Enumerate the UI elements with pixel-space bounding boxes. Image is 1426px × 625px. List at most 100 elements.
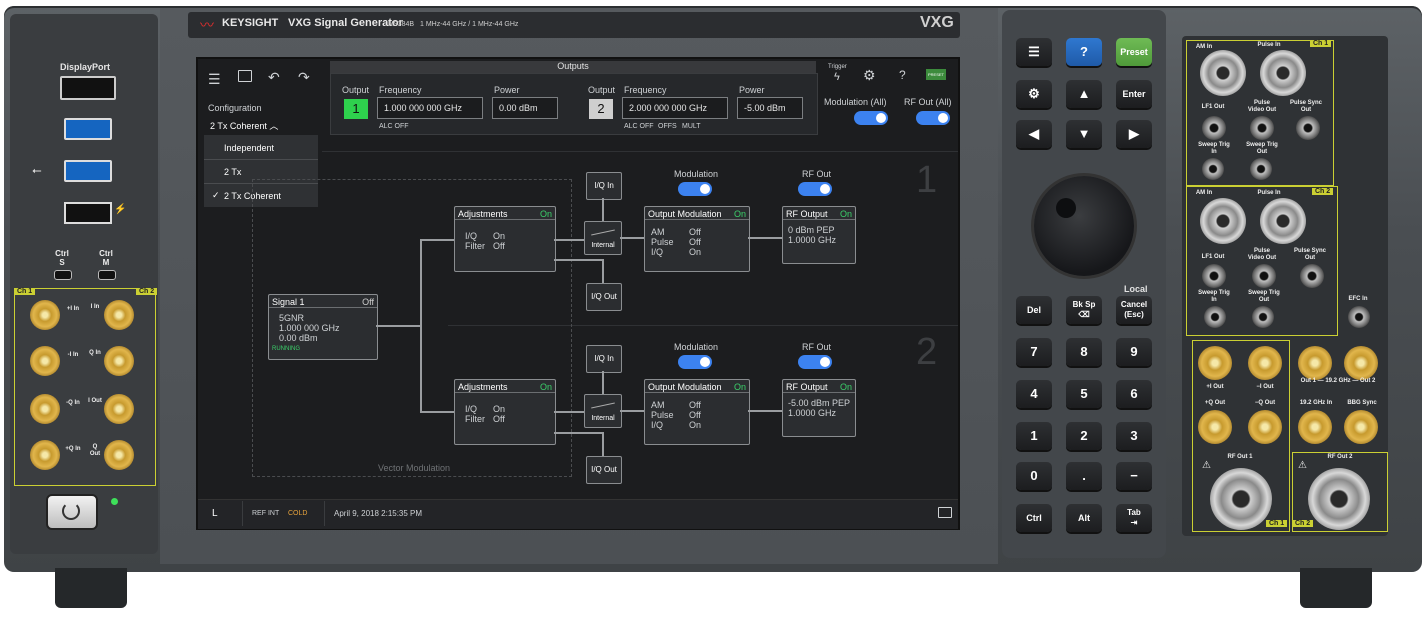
usb-port-1[interactable]	[64, 118, 112, 140]
rfout-all-toggle[interactable]	[916, 111, 950, 125]
preset-screen-button[interactable]: PRESET	[926, 69, 946, 80]
ch1-modulation-toggle[interactable]	[678, 182, 712, 196]
ch1-iq-out-button[interactable]: I/Q Out	[586, 283, 622, 311]
plus-q-in-connector[interactable]	[30, 440, 60, 470]
backspace-key[interactable]: Bk Sp⌫	[1066, 296, 1102, 324]
ch1-rfout-toggle[interactable]	[798, 182, 832, 196]
ch2-internal-switch[interactable]: Internal	[584, 394, 622, 428]
rf-out2-connector[interactable]	[1308, 468, 1370, 530]
ch2-sweep-trig-in-connector[interactable]	[1204, 306, 1226, 328]
ch1-pulse-in-connector[interactable]	[1260, 50, 1306, 96]
ch1-sweep-trig-in-connector[interactable]	[1202, 158, 1224, 180]
help-icon[interactable]: ?	[899, 68, 906, 82]
digit-6-key[interactable]: 6	[1116, 380, 1152, 408]
ch2-am-in-connector[interactable]	[1200, 198, 1246, 244]
down-arrow-key[interactable]: ▼	[1066, 120, 1102, 148]
menu-icon[interactable]: ☰	[208, 71, 221, 87]
digit-5-key[interactable]: 5	[1066, 380, 1102, 408]
config-option-independent[interactable]: Independent	[224, 143, 275, 153]
plus-i-in-connector[interactable]	[30, 300, 60, 330]
ch2-pulse-video-out-connector[interactable]	[1252, 264, 1276, 288]
config-option-2tx[interactable]: 2 Tx	[224, 167, 242, 177]
touch-screen[interactable]: ☰ ↶ ↷ Outputs Output 1 Frequency 1.000 0…	[196, 57, 960, 530]
bbg-sync-connector[interactable]	[1344, 410, 1378, 444]
plus-i-out-connector[interactable]	[1198, 346, 1232, 380]
ch1-iq-in-button[interactable]: I/Q In	[586, 172, 622, 200]
ch2-iq-out-button[interactable]: I/Q Out	[586, 456, 622, 484]
efc-in-connector[interactable]	[1348, 306, 1370, 328]
minus-i-out-connector[interactable]	[1248, 346, 1282, 380]
settings-key[interactable]: ⚙	[1016, 80, 1052, 108]
output2-frequency-field[interactable]: 2.000 000 000 GHz	[622, 97, 728, 119]
modulation-all-toggle[interactable]	[854, 111, 888, 125]
ch2-sweep-trig-out-connector[interactable]	[1252, 306, 1274, 328]
out1-19ghz-connector[interactable]	[1298, 346, 1332, 380]
menu-key[interactable]: ☰	[1016, 38, 1052, 66]
del-key[interactable]: Del	[1016, 296, 1052, 324]
tab-key[interactable]: Tab⇥	[1116, 504, 1152, 532]
left-arrow-key[interactable]: ◀	[1016, 120, 1052, 148]
undo-icon[interactable]: ↶	[268, 69, 280, 85]
ch2-pulse-in-connector[interactable]	[1260, 198, 1306, 244]
out2-19ghz-connector[interactable]	[1344, 346, 1378, 380]
digit-0-key[interactable]: 0	[1016, 462, 1052, 490]
output1-indicator[interactable]: 1	[344, 99, 368, 119]
i-out-connector[interactable]	[104, 394, 134, 424]
help-key[interactable]: ?	[1066, 38, 1102, 66]
cancel-esc-key[interactable]: Cancel (Esc)	[1116, 296, 1152, 324]
digit-3-key[interactable]: 3	[1116, 422, 1152, 450]
ch2-iq-in-button[interactable]: I/Q In	[586, 345, 622, 373]
q-out-connector[interactable]	[104, 440, 134, 470]
ch1-pulse-sync-out-connector[interactable]	[1296, 116, 1320, 140]
ghz-in-connector[interactable]	[1298, 410, 1332, 444]
ch1-am-in-connector[interactable]	[1200, 50, 1246, 96]
usb-port-2[interactable]	[64, 160, 112, 182]
digit-4-key[interactable]: 4	[1016, 380, 1052, 408]
minus-key[interactable]: −	[1116, 462, 1152, 490]
output2-indicator[interactable]: 2	[589, 99, 613, 119]
digit-9-key[interactable]: 9	[1116, 338, 1152, 366]
digit-8-key[interactable]: 8	[1066, 338, 1102, 366]
ch2-lf1-out-connector[interactable]	[1202, 264, 1226, 288]
alt-key[interactable]: Alt	[1066, 504, 1102, 532]
minus-i-in-connector[interactable]	[30, 346, 60, 376]
ctrl-key[interactable]: Ctrl	[1016, 504, 1052, 532]
decimal-key[interactable]: .	[1066, 462, 1102, 490]
plus-q-out-connector[interactable]	[1198, 410, 1232, 444]
ch1-pulse-video-out-connector[interactable]	[1250, 116, 1274, 140]
ctrl-m-port[interactable]	[98, 270, 116, 280]
output1-frequency-field[interactable]: 1.000 000 000 GHz	[377, 97, 483, 119]
enter-key[interactable]: Enter	[1116, 80, 1152, 108]
minus-q-out-connector[interactable]	[1248, 410, 1282, 444]
displayport-connector[interactable]	[60, 76, 116, 100]
folder-icon[interactable]	[238, 70, 252, 82]
power-button[interactable]	[46, 494, 98, 530]
minus-q-in-connector[interactable]	[30, 394, 60, 424]
trigger-icon[interactable]: ϟ	[834, 71, 840, 83]
ch2-pulse-sync-out-connector[interactable]	[1300, 264, 1324, 288]
configuration-dropdown[interactable]: 2 Tx Coherent ︿	[210, 119, 278, 132]
q-in-connector[interactable]	[104, 346, 134, 376]
message-icon[interactable]	[938, 507, 952, 518]
output1-power-field[interactable]: 0.00 dBm	[492, 97, 558, 119]
preset-key[interactable]: Preset	[1116, 38, 1152, 66]
ch2-modulation-toggle[interactable]	[678, 355, 712, 369]
ch1-internal-switch[interactable]: Internal	[584, 221, 622, 255]
ctrl-s-port[interactable]	[54, 270, 72, 280]
digit-2-key[interactable]: 2	[1066, 422, 1102, 450]
ch1-lf1-out-connector[interactable]	[1202, 116, 1226, 140]
usb-port-3[interactable]	[64, 202, 112, 224]
up-arrow-key[interactable]: ▲	[1066, 80, 1102, 108]
rf-out1-connector[interactable]	[1210, 468, 1272, 530]
ch2-rfout-toggle[interactable]	[798, 355, 832, 369]
rotary-knob[interactable]	[1034, 176, 1134, 276]
output2-power-field[interactable]: -5.00 dBm	[737, 97, 803, 119]
digit-7-key[interactable]: 7	[1016, 338, 1052, 366]
